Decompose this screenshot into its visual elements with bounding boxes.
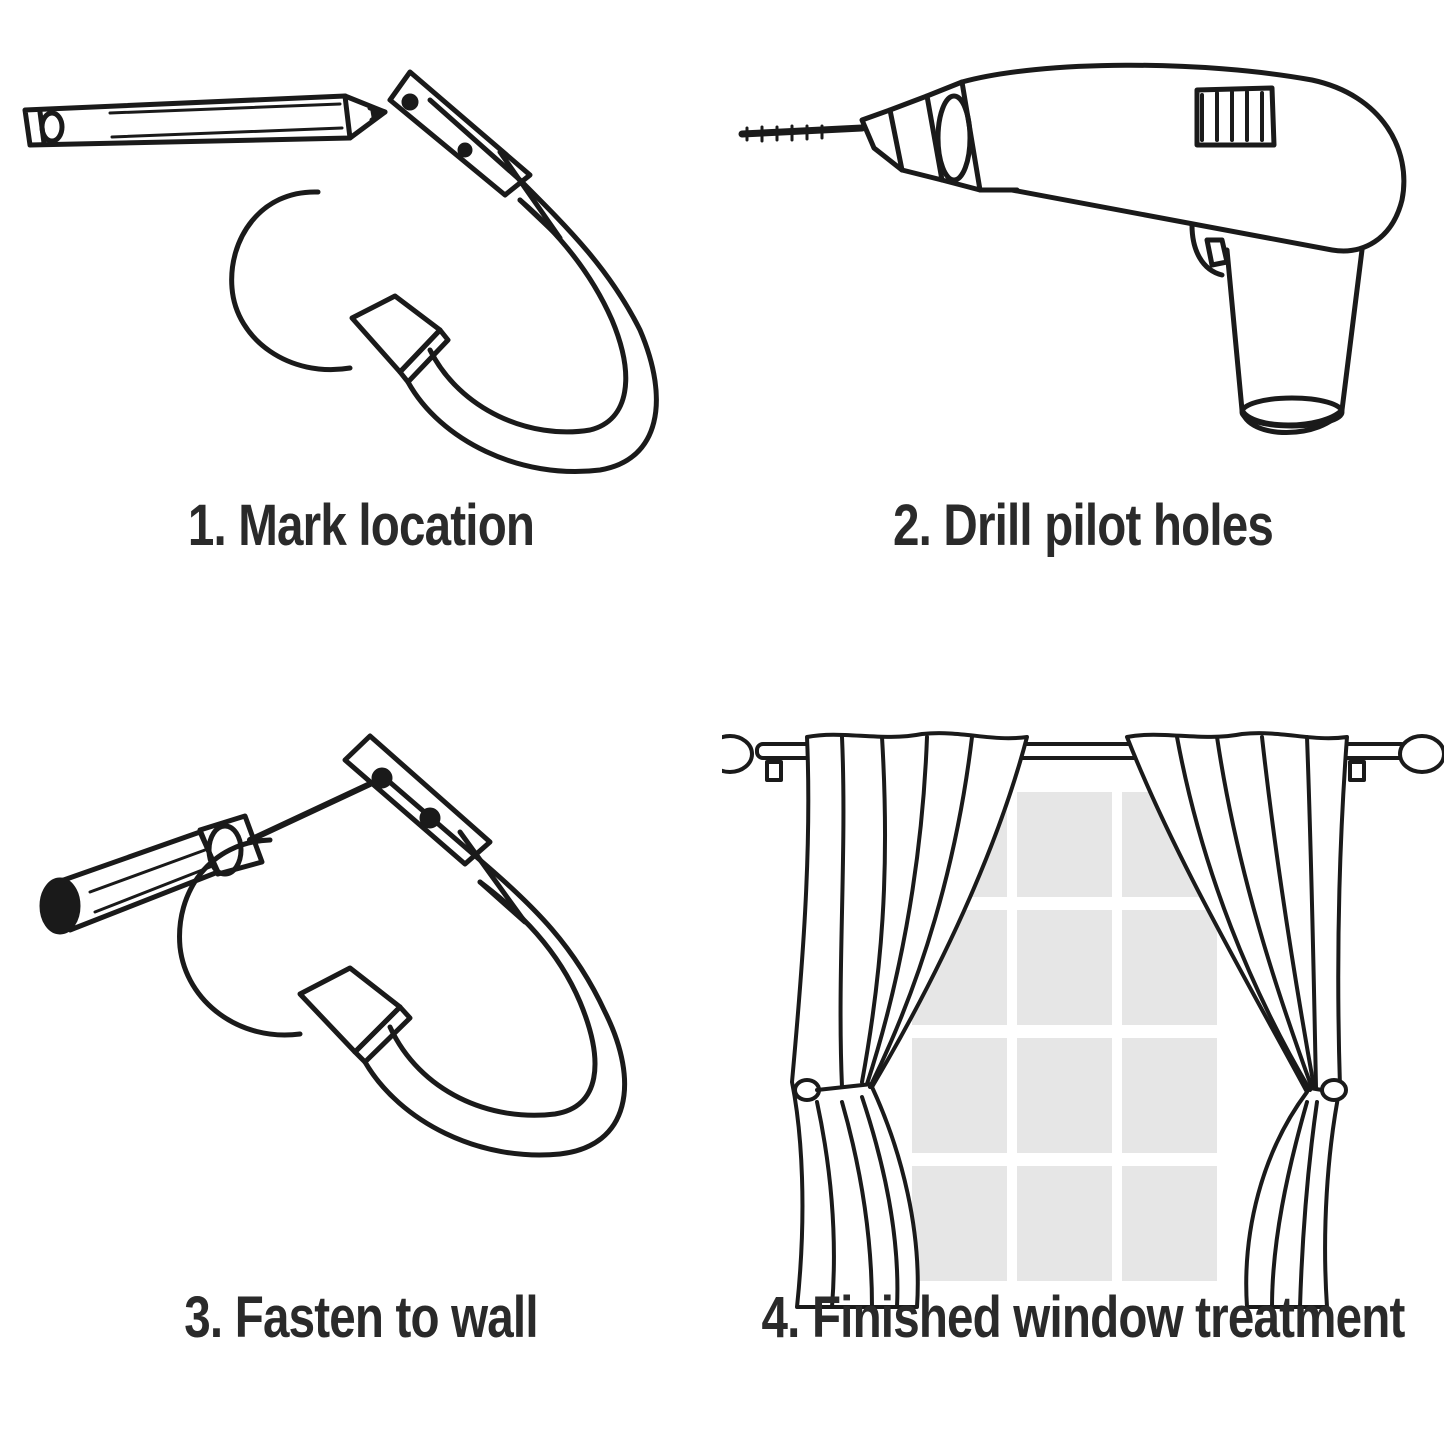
step-2-panel: 2. Drill pilot holes bbox=[722, 0, 1444, 722]
drill-icon bbox=[738, 62, 1407, 435]
screwdriver-icon bbox=[39, 781, 373, 935]
step-3-caption: 3. Fasten to wall bbox=[184, 1285, 538, 1350]
wall-rosette bbox=[177, 837, 303, 1038]
pencil-icon bbox=[22, 93, 388, 148]
curtain-illustration bbox=[722, 731, 1444, 1309]
holdback-with-screwdriver-illustration bbox=[39, 733, 627, 1158]
right-curtain bbox=[1125, 731, 1349, 1309]
step-4-panel: 4. Finished window treatment bbox=[722, 722, 1444, 1444]
drill-illustration bbox=[738, 62, 1407, 435]
wall-rosette bbox=[229, 189, 353, 372]
step-3-panel: 3. Fasten to wall bbox=[0, 722, 722, 1444]
step-2-caption: 2. Drill pilot holes bbox=[893, 493, 1274, 558]
step-1-panel: 1. Mark location bbox=[0, 0, 722, 722]
step-4-caption: 4. Finished window treatment bbox=[761, 1285, 1406, 1350]
holdback-with-pencil-illustration bbox=[22, 69, 659, 474]
left-curtain bbox=[790, 731, 1029, 1309]
step-1-caption: 1. Mark location bbox=[187, 493, 535, 558]
